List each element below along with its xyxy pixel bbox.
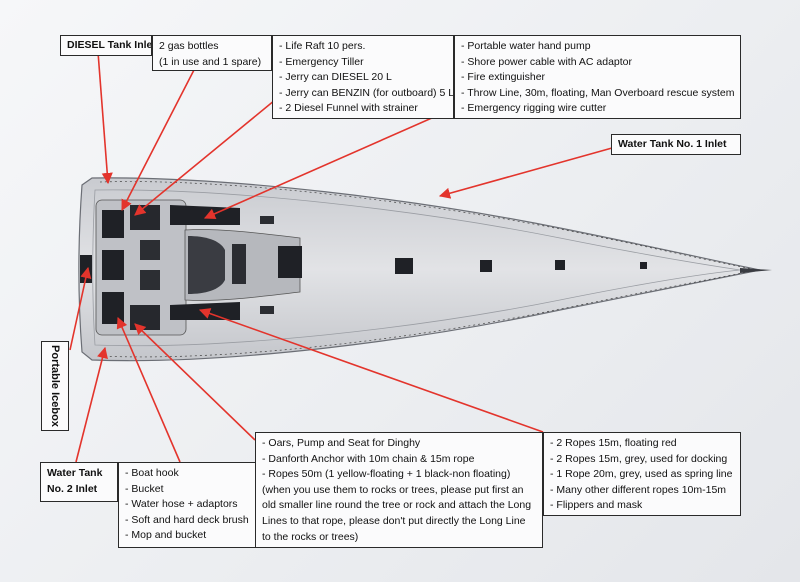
dinghy-line: - Oars, Pump and Seat for Dinghy	[262, 437, 421, 449]
dinghy-line: - Ropes 50m (1 yellow-floating + 1 black…	[262, 468, 511, 481]
liferaft-line: - Life Raft 10 pers.	[279, 40, 366, 52]
safety-equipment-box: - Portable water hand pump - Shore power…	[454, 35, 741, 119]
arrow-gas	[121, 67, 196, 211]
gas-line: 2 gas bottles	[159, 40, 219, 52]
dinghy-line: old smaller line round the tree or rock …	[262, 499, 532, 512]
arrow-dinghy	[134, 323, 256, 441]
dinghy-anchor-box: - Oars, Pump and Seat for Dinghy - Danfo…	[255, 432, 543, 548]
safety-line: - Shore power cable with AC adaptor	[461, 55, 633, 68]
arrow-liferaft	[134, 99, 276, 216]
arrow-ropes	[198, 308, 544, 433]
liferaft-box: - Life Raft 10 pers. - Emergency Tiller …	[272, 35, 454, 119]
deck-line: - Mop and bucket	[125, 529, 207, 542]
arrow-deck	[116, 316, 181, 463]
arrow-icebox	[69, 266, 92, 351]
deck-line: - Bucket	[125, 482, 164, 495]
safety-line: - Portable water hand pump	[461, 40, 591, 52]
arrow-water1	[438, 147, 613, 199]
safety-line: - Throw Line, 30m, floating, Man Overboa…	[461, 86, 735, 99]
dinghy-line: (when you use them to rocks or trees, pl…	[262, 483, 524, 496]
water-tank-1-label: Water Tank No. 1 Inlet	[611, 134, 741, 155]
diesel-inlet-label: DIESEL Tank Inlet	[60, 35, 152, 56]
deck-equipment-box: - Boat hook - Bucket - Water hose + adap…	[118, 462, 256, 548]
gas-line: (1 in use and 1 spare)	[159, 55, 262, 68]
ropes-line: - 2 Ropes 15m, floating red	[550, 437, 677, 449]
dinghy-line: to the rocks or trees)	[262, 530, 359, 543]
liferaft-line: - Jerry can DIESEL 20 L	[279, 71, 392, 84]
hull	[78, 177, 761, 362]
portable-icebox-text: Portable Icebox	[49, 345, 61, 427]
liferaft-line: - Jerry can BENZIN (for outboard) 5 L	[279, 86, 454, 99]
ropes-line: - 2 Ropes 15m, grey, used for docking	[550, 452, 728, 465]
water-tank-2-label: Water Tank No. 2 Inlet	[40, 462, 118, 502]
dinghy-line: - Danforth Anchor with 10m chain & 15m r…	[262, 452, 475, 465]
arrow-safety	[203, 109, 451, 220]
safety-line: - Emergency rigging wire cutter	[461, 102, 607, 115]
ropes-line: - Flippers and mask	[550, 499, 643, 512]
ropes-line: - Many other different ropes 10m-15m	[550, 483, 727, 496]
water-tank-2-line: No. 2 Inlet	[47, 482, 98, 495]
liferaft-line: - Emergency Tiller	[279, 55, 364, 68]
portable-icebox-label: Portable Icebox	[41, 341, 69, 431]
deck-line: - Boat hook	[125, 467, 179, 479]
dinghy-line: Lines to that rope, please don't put dir…	[262, 514, 526, 527]
liferaft-line: - 2 Diesel Funnel with strainer	[279, 102, 418, 115]
arrow-diesel	[97, 51, 113, 185]
ropes-line: - 1 Rope 20m, grey, used as spring line	[550, 468, 733, 481]
safety-line: - Fire extinguisher	[461, 71, 546, 84]
ropes-box: - 2 Ropes 15m, floating red - 2 Ropes 15…	[543, 432, 741, 516]
arrow-water2	[75, 346, 108, 463]
deck-line: - Water hose + adaptors	[125, 498, 238, 511]
deck-line: - Soft and hard deck brush	[125, 513, 249, 526]
water-tank-2-line: Water Tank	[47, 467, 103, 479]
gas-bottles-box: 2 gas bottles (1 in use and 1 spare)	[152, 35, 272, 71]
